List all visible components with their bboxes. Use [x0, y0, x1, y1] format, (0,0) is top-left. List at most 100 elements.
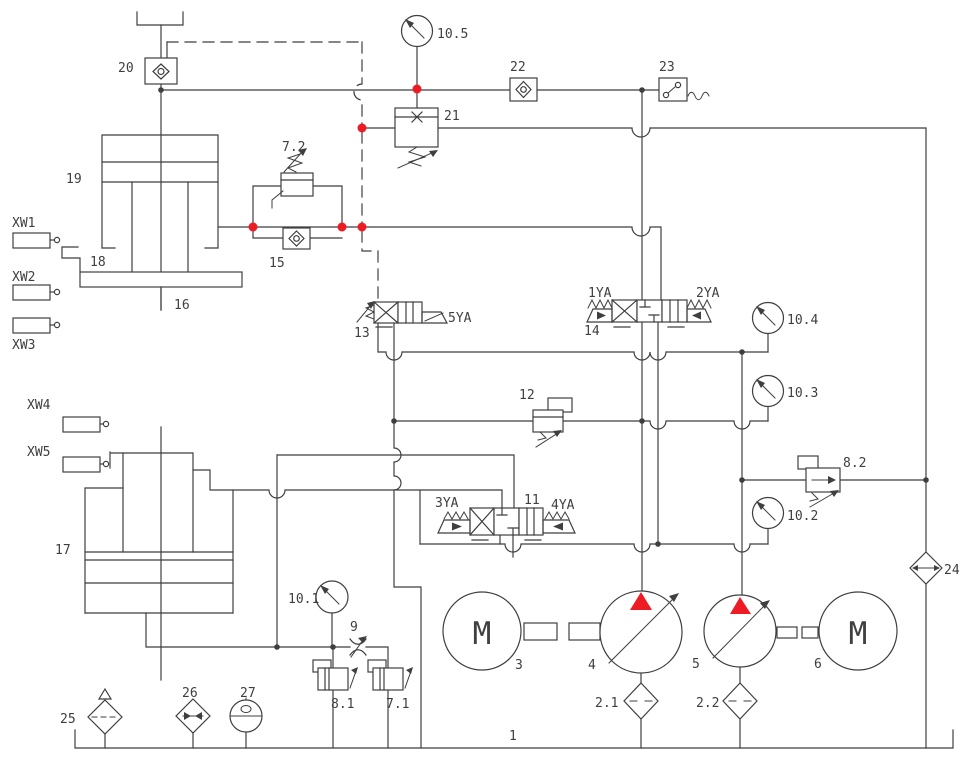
label-10-2: 10.2 — [787, 509, 818, 524]
label-18: 18 — [90, 255, 106, 270]
press-cylinder-17 — [84, 426, 234, 681]
label-10-3: 10.3 — [787, 386, 818, 401]
label-15: 15 — [269, 256, 285, 271]
labels: 20 19 XW1 18 XW2 16 XW3 XW4 XW5 17 7.2 1… — [12, 27, 960, 744]
limit-switch-xw3 — [12, 317, 51, 334]
label-8-2: 8.2 — [843, 456, 866, 471]
electric-motor-6 — [818, 591, 898, 671]
spring-icon — [443, 510, 469, 521]
check-valve-15 — [282, 227, 311, 250]
label-10-1: 10.1 — [288, 592, 319, 607]
label-25: 25 — [60, 712, 76, 727]
solenoid-icon — [437, 519, 471, 534]
label-xw3: XW3 — [12, 338, 35, 353]
label-19: 19 — [66, 172, 82, 187]
motor-letter-6: M — [849, 616, 868, 652]
label-3ya: 3YA — [435, 496, 459, 511]
spring-icon — [587, 298, 613, 310]
pilot-line-red-dots — [248, 84, 422, 232]
air-breather-25 — [87, 687, 123, 735]
tank-line — [74, 729, 954, 749]
limit-switch-xw1 — [12, 232, 51, 249]
label-22: 22 — [510, 60, 526, 75]
label-24: 24 — [944, 563, 960, 578]
gauge-10-3 — [751, 374, 785, 408]
gauge-10-4 — [751, 301, 785, 335]
label-7-2: 7.2 — [282, 140, 305, 155]
level-indicator-27 — [229, 697, 263, 733]
coupling — [523, 622, 558, 641]
spring-icon — [364, 304, 376, 320]
pressure-switch-23 — [658, 77, 710, 102]
throttle-valve-9 — [349, 636, 367, 658]
label-1: 1 — [509, 729, 517, 744]
label-11: 11 — [524, 493, 540, 508]
limit-switch-xw2 — [12, 284, 51, 301]
limit-switch-xw5 — [62, 456, 101, 473]
platen-16 — [79, 271, 243, 288]
suction-filter-2-1 — [623, 682, 659, 720]
solenoid-icon — [586, 308, 613, 323]
label-13: 13 — [354, 326, 370, 341]
gauge-10-5 — [400, 14, 434, 48]
label-27: 27 — [240, 686, 256, 701]
switch-bracket-18 — [61, 246, 81, 273]
label-4: 4 — [588, 658, 596, 673]
label-4ya: 4YA — [551, 498, 575, 513]
label-5: 5 — [692, 657, 700, 672]
limit-switch-xw4 — [62, 416, 101, 433]
label-16: 16 — [174, 298, 190, 313]
label-7-1: 7.1 — [386, 697, 409, 712]
motor-letter-3: M — [473, 616, 492, 652]
prefill-check-valve-20 — [144, 57, 178, 85]
label-17: 17 — [55, 543, 71, 558]
solenoid-icon — [421, 311, 449, 324]
label-3: 3 — [515, 658, 523, 673]
junction-dots — [158, 87, 929, 650]
variable-pump-5 — [703, 594, 777, 668]
solenoid-icon — [542, 519, 576, 534]
press-cylinder-19 — [61, 134, 243, 311]
label-5ya: 5YA — [448, 311, 472, 326]
sequence-valve-12 — [532, 397, 573, 448]
variable-pump-4 — [599, 590, 683, 674]
spring-icon — [686, 298, 712, 310]
solenoid-icon — [686, 308, 712, 323]
pump-motor-group — [442, 590, 898, 720]
label-xw2: XW2 — [12, 270, 35, 285]
label-8-1: 8.1 — [331, 697, 354, 712]
limit-switches-left — [12, 232, 110, 473]
pump-flow-triangle — [630, 592, 652, 610]
label-9: 9 — [350, 620, 358, 635]
label-xw4: XW4 — [27, 398, 51, 413]
label-xw5: XW5 — [27, 445, 50, 460]
check-valve-22 — [509, 77, 538, 102]
label-21: 21 — [444, 109, 460, 124]
pressure-gauges — [315, 14, 785, 614]
directional-valve-11 — [437, 507, 576, 541]
label-26: 26 — [182, 686, 198, 701]
suction-filter-2-2 — [722, 682, 758, 720]
label-6: 6 — [814, 657, 822, 672]
label-10-4: 10.4 — [787, 313, 818, 328]
electric-wire-squiggle — [687, 91, 710, 101]
label-2-1: 2.1 — [595, 696, 618, 711]
reducing-valve-7-1 — [367, 659, 413, 691]
coupling — [568, 622, 601, 641]
solenoid-valve-13 — [356, 301, 449, 328]
gauge-10-2 — [751, 496, 785, 530]
label-10-5: 10.5 — [437, 27, 468, 42]
label-20: 20 — [118, 61, 134, 76]
label-2-2: 2.2 — [696, 696, 719, 711]
spring-icon — [544, 510, 570, 521]
relief-valve-8-2 — [797, 455, 841, 508]
coupling — [776, 626, 798, 639]
coupling — [801, 626, 819, 639]
label-1ya: 1YA — [588, 286, 612, 301]
filler-filter-26 — [175, 698, 211, 734]
gauge-10-1 — [315, 580, 349, 614]
electric-motor-3 — [442, 591, 522, 671]
vented-tank-symbol — [136, 11, 184, 26]
label-2ya: 2YA — [696, 286, 720, 301]
